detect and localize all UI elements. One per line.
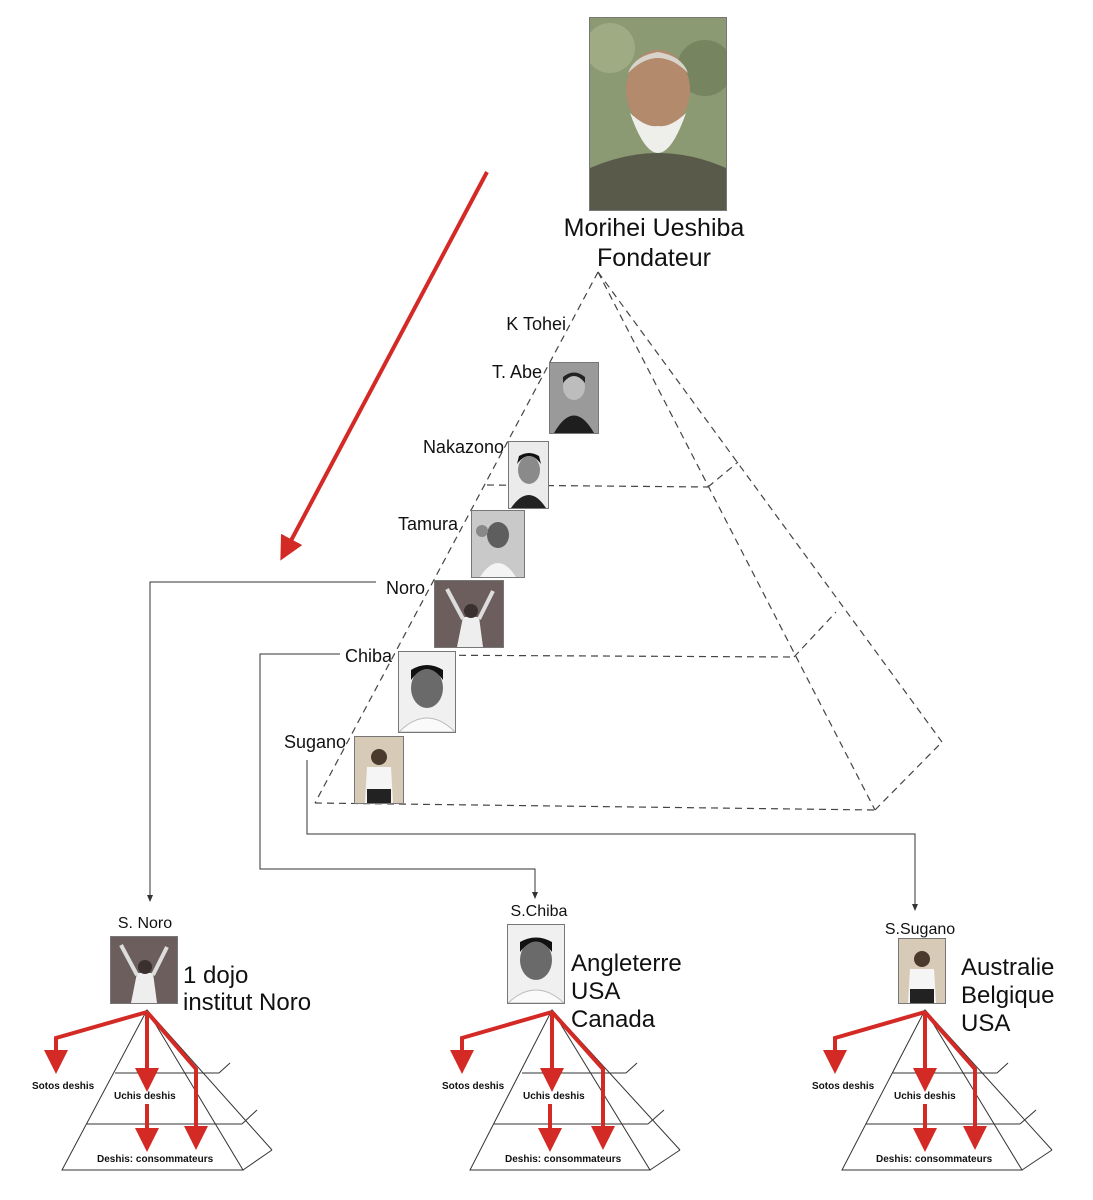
branch-sugano-country: USA <box>961 1010 1011 1037</box>
branch-pyramid-sugano <box>823 1008 1053 1171</box>
founder-name: Morihei Ueshiba <box>563 214 745 242</box>
portrait-photo-icon <box>509 442 548 508</box>
branch-sugano-name: S.Sugano <box>884 921 956 938</box>
student-tamura-photo <box>471 510 525 578</box>
student-chiba-photo <box>398 651 456 733</box>
branch-chiba-name: S.Chiba <box>510 903 568 920</box>
student-tohei-label: K Tohei <box>506 314 566 334</box>
deshis-label: Deshis: consommateurs <box>97 1154 214 1165</box>
portrait-photo-icon <box>590 18 726 210</box>
student-sugano-photo <box>354 736 404 804</box>
lineage-arrow <box>280 171 489 561</box>
student-chiba-label: Chiba <box>344 646 392 666</box>
portrait-photo-icon <box>899 939 945 1003</box>
portrait-photo-icon <box>399 652 455 732</box>
student-nakazono-photo <box>508 441 549 509</box>
uchi-deshis-label: Uchis deshis <box>894 1091 956 1102</box>
branch-sugano-country: Australie <box>961 954 1055 981</box>
student-noro-photo <box>434 580 504 648</box>
soto-deshis-label: Sotos deshis <box>812 1081 875 1092</box>
main-pyramid <box>314 271 943 811</box>
uchi-deshis-label: Uchis deshis <box>523 1091 585 1102</box>
student-abe-label: T. Abe <box>491 362 542 382</box>
founder-photo <box>589 17 727 211</box>
student-sugano-label: Sugano <box>283 732 346 752</box>
portrait-photo-icon <box>435 581 503 647</box>
portrait-photo-icon <box>355 737 403 803</box>
student-noro-label: Noro <box>385 578 425 598</box>
founder-role: Fondateur <box>597 244 711 272</box>
deshis-label: Deshis: consommateurs <box>876 1154 993 1165</box>
branch-noro-name: S. Noro <box>117 915 173 932</box>
branch-chiba-country: Angleterre <box>571 950 682 977</box>
student-abe-photo <box>549 362 599 434</box>
student-tamura-label: Tamura <box>397 514 458 534</box>
branch-sugano-country: Belgique <box>961 982 1055 1009</box>
branch-pyramid-chiba <box>450 1008 681 1171</box>
branch-chiba-country: Canada <box>571 1006 656 1033</box>
student-nakazono-label: Nakazono <box>422 437 504 457</box>
portrait-photo-icon <box>472 511 524 577</box>
soto-deshis-label: Sotos deshis <box>32 1081 95 1092</box>
portrait-photo-icon <box>550 363 598 433</box>
deshis-label: Deshis: consommateurs <box>505 1154 622 1165</box>
branch-chiba-photo <box>507 924 565 1004</box>
branch-noro-country: 1 dojo <box>183 962 249 989</box>
portrait-photo-icon <box>508 925 564 1003</box>
branch-connectors <box>147 581 918 911</box>
soto-deshis-label: Sotos deshis <box>442 1081 505 1092</box>
branch-pyramid-noro <box>44 1008 273 1171</box>
portrait-photo-icon <box>111 937 177 1003</box>
branch-noro-photo <box>110 936 178 1004</box>
branch-noro-country: institut Noro <box>183 989 312 1016</box>
branch-chiba-country: USA <box>571 978 621 1005</box>
uchi-deshis-label: Uchis deshis <box>114 1091 176 1102</box>
branch-sugano-photo <box>898 938 946 1004</box>
